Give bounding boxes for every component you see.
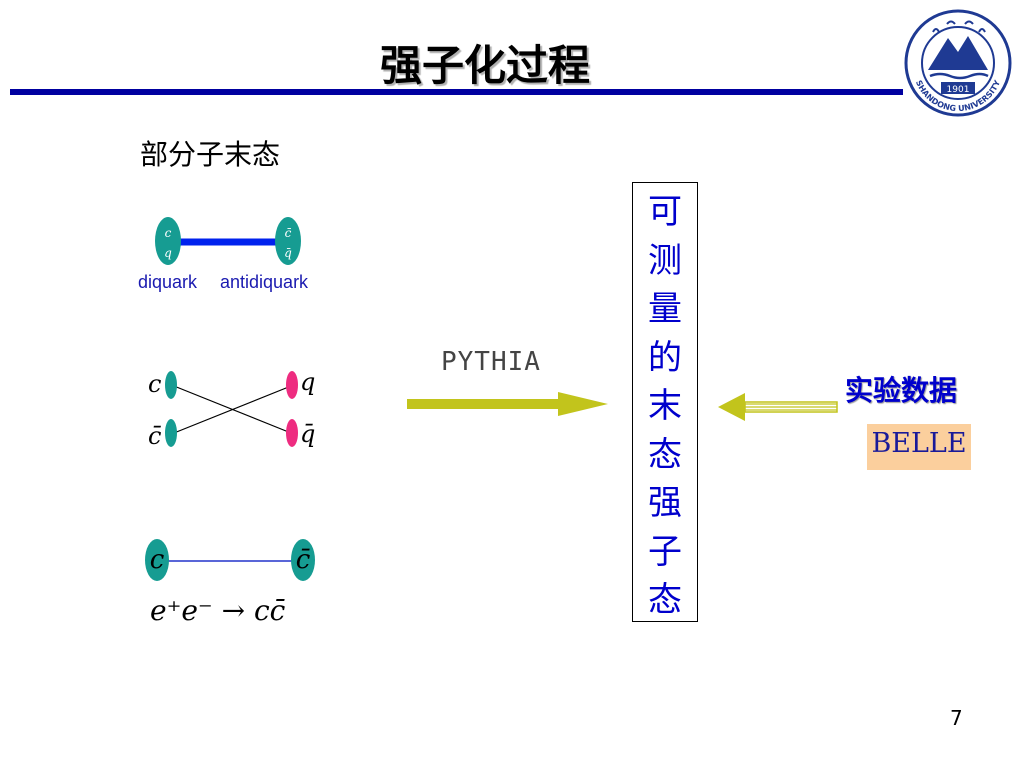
antidiquark-qbar: q̄ <box>284 246 292 260</box>
measurable-char: 强 <box>648 483 682 523</box>
page-number: 7 <box>950 706 963 730</box>
slide-title: 强子化过程 <box>379 41 590 90</box>
antidiquark-label: antidiquark <box>220 272 309 292</box>
experiment-data-label: 实验数据 <box>845 374 958 407</box>
label-q: q <box>300 368 315 396</box>
pythia-arrow-head <box>558 392 608 416</box>
cbar-quark-ellipse <box>165 419 177 447</box>
c-ellipse <box>145 539 169 581</box>
title-rule <box>10 89 903 95</box>
diquark-c: c <box>165 226 172 240</box>
measurable-char: 态 <box>648 580 682 620</box>
logo-year-plate <box>941 82 975 94</box>
diquark-q: q <box>164 246 172 260</box>
logo-year: 1901 <box>947 85 970 95</box>
measurable-char: 量 <box>648 289 682 329</box>
label-cbar: c̄ <box>148 422 162 450</box>
label-qbar: q̄ <box>300 420 315 448</box>
diquark-label: diquark <box>138 272 198 292</box>
belle-label: BELLE <box>871 428 967 459</box>
measurable-char: 态 <box>648 434 682 475</box>
cross-line-2 <box>173 385 292 434</box>
measurable-char: 末 <box>648 386 682 426</box>
cbar-label: c̄ <box>296 545 311 575</box>
q-quark-ellipse <box>286 371 298 399</box>
label-c: c <box>148 370 161 398</box>
measurable-char: 子 <box>648 531 682 572</box>
qbar-quark-ellipse <box>286 419 298 447</box>
wave-icon <box>929 72 989 80</box>
calligraphy-mark <box>932 20 986 33</box>
diquark-ellipse <box>155 217 181 265</box>
antidiquark-ellipse <box>275 217 301 265</box>
belle-badge <box>867 424 971 470</box>
measurable-final-states-text: 可测量的末态强子态 <box>632 188 698 625</box>
measurable-char: 测 <box>648 240 682 281</box>
experiment-arrow-head <box>718 393 745 421</box>
reaction-formula: e⁺e⁻ → cc̄ <box>150 594 286 627</box>
measurable-char: 可 <box>648 192 682 232</box>
c-quark-ellipse <box>165 371 177 399</box>
cbar-ellipse <box>291 539 315 581</box>
mountain-icon <box>928 36 988 70</box>
antidiquark-cbar: c̄ <box>285 226 292 240</box>
pythia-label: PYTHIA <box>441 347 541 377</box>
section-subtitle: 部分子末态 <box>140 138 281 171</box>
measurable-char: 的 <box>648 337 682 378</box>
university-logo: 1901 SHANDONG UNIVERSITY <box>904 9 1012 117</box>
measurable-final-states-box <box>632 182 698 622</box>
c-label: c <box>150 545 165 575</box>
